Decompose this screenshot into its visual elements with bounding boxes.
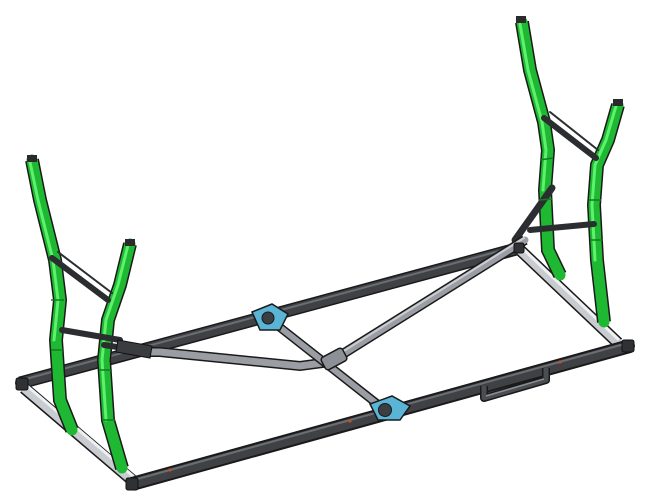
center-joint	[320, 347, 348, 371]
left-leg-assembly	[25, 154, 153, 474]
right-leg-assembly	[511, 16, 625, 328]
leg-cap	[125, 239, 135, 246]
hinge-block-front	[368, 395, 412, 421]
leg-cap	[27, 155, 37, 162]
hinge-block-back	[250, 303, 289, 331]
leg-cap	[613, 99, 623, 106]
rail-end-caps	[15, 242, 635, 491]
left-bracket	[115, 339, 153, 359]
carry-handle	[480, 368, 550, 402]
leg-cap	[516, 16, 526, 23]
